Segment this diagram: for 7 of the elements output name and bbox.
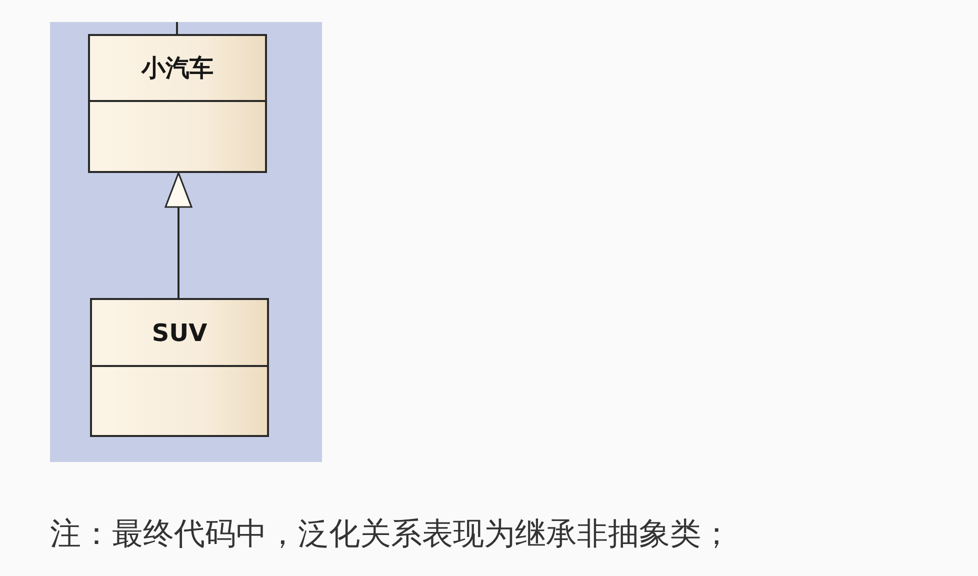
- connector-line: [176, 22, 178, 34]
- class-name: SUV: [152, 318, 208, 346]
- class-box: [88, 34, 267, 173]
- class-box: [90, 298, 269, 437]
- arrow: [164, 172, 192, 298]
- class-name: 小汽车: [142, 54, 214, 82]
- caption-text: 注：最终代码中，泛化关系表现为继承非抽象类；: [50, 515, 732, 554]
